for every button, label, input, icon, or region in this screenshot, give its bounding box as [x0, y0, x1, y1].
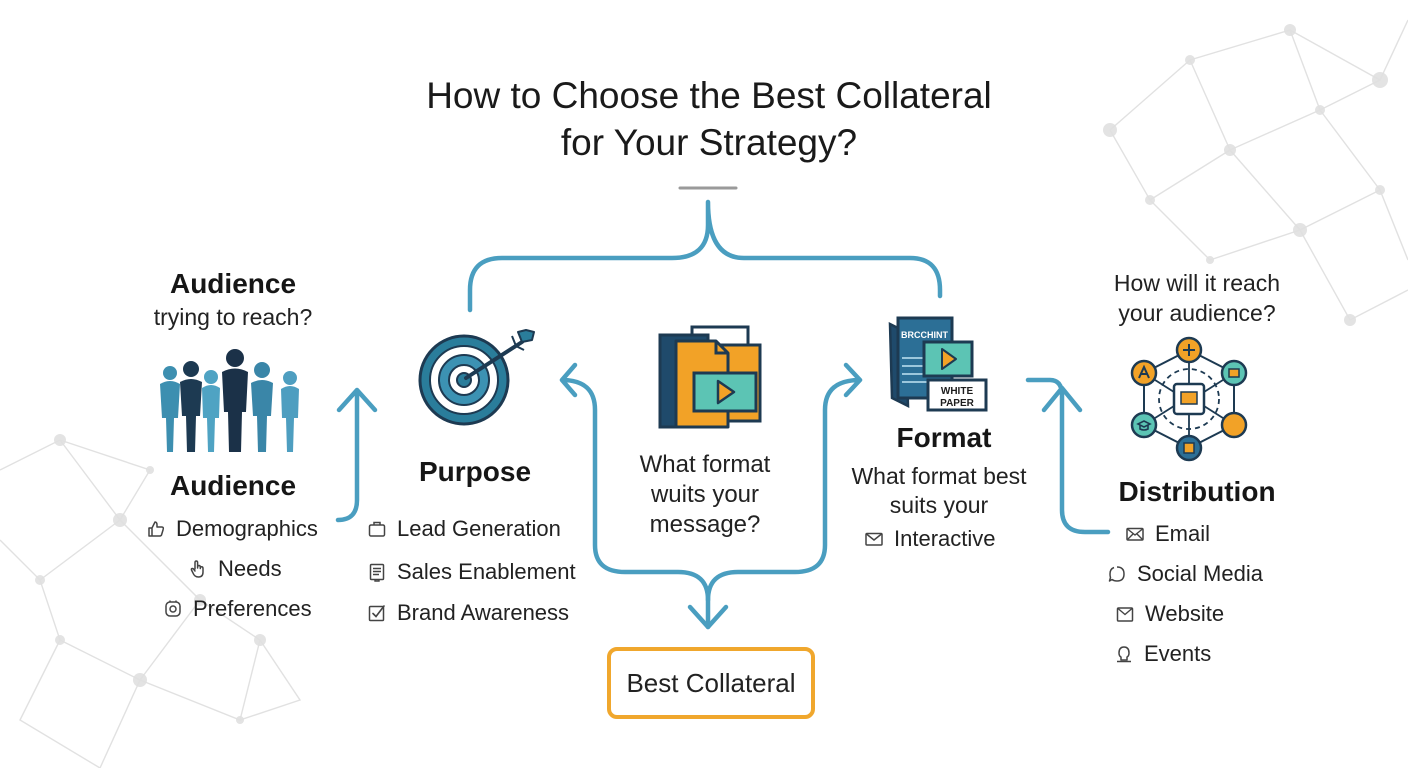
distribution-item-events: Events — [1114, 641, 1211, 667]
title-line-2: for Your Strategy? — [560, 122, 858, 163]
format-sub-line-2: suits your — [889, 492, 989, 518]
envelope-icon — [864, 529, 884, 549]
audience-item-demographics: Demographics — [146, 516, 318, 542]
distribution-item-label: Email — [1155, 521, 1211, 546]
format-to-result-arrow — [705, 362, 863, 603]
best-collateral-label: Best Collateral — [626, 667, 796, 698]
brochure-whitepaper-icon: BRCCHINT WHITE PAPER — [888, 316, 988, 412]
distribution-question: How will it reach your audience? — [1086, 268, 1308, 328]
purpose-item-sales-enablement: Sales Enablement — [367, 559, 576, 585]
chat-icon — [1107, 564, 1127, 584]
audience-item-label: Needs — [218, 556, 282, 581]
message-line-1: What format — [639, 451, 771, 478]
people-group-icon — [160, 349, 299, 452]
distribution-item-label: Events — [1144, 641, 1212, 666]
page-title: How to Choose the Best Collateral for Yo… — [354, 72, 1064, 166]
envelope-icon — [1125, 524, 1145, 544]
audience-item-preferences: Preferences — [163, 596, 312, 622]
mail-check-icon — [1115, 604, 1135, 624]
title-line-1: How to Choose the Best Collateral — [426, 75, 992, 116]
audience-question-title: Audience — [169, 268, 297, 299]
thumb-icon — [146, 519, 166, 539]
result-down-arrowhead — [687, 604, 729, 630]
best-collateral-box: Best Collateral — [607, 647, 815, 719]
ticket-icon — [1114, 644, 1134, 664]
purpose-to-result-arrow — [559, 362, 711, 630]
purpose-item-label: Sales Enablement — [397, 559, 576, 584]
distribution-question-line-1: How will it reach — [1113, 270, 1281, 296]
top-bracket — [467, 199, 943, 313]
purpose-item-label: Lead Generation — [397, 516, 561, 541]
audience-question-sub: trying to reach? — [153, 304, 313, 330]
distribution-item-email: Email — [1125, 521, 1210, 547]
gear-icon — [163, 599, 183, 619]
checkbox-icon — [367, 603, 387, 623]
purpose-item-brand-awareness: Brand Awareness — [367, 600, 569, 626]
message-line-2: wuits your — [650, 481, 760, 508]
distribution-item-social-media: Social Media — [1107, 561, 1263, 587]
audience-item-label: Demographics — [176, 516, 318, 541]
format-heading: Format — [896, 422, 992, 453]
purpose-item-label: Brand Awareness — [397, 600, 570, 625]
paper-label-2: PAPER — [940, 398, 974, 409]
message-question: What format wuits your message? — [610, 450, 800, 540]
audience-item-needs: Needs — [188, 556, 282, 582]
target-icon — [418, 329, 535, 426]
distribution-item-label: Social Media — [1137, 561, 1263, 586]
brochure-label: BRCCHINT — [901, 330, 948, 340]
format-item-interactive: Interactive — [864, 526, 996, 552]
hand-icon — [188, 559, 208, 579]
format-item-label: Interactive — [894, 526, 996, 551]
document-icon — [367, 562, 387, 582]
documents-video-icon — [658, 325, 762, 429]
paper-label-1: WHITE — [941, 386, 974, 397]
format-sub-line-1: What format best — [851, 463, 1027, 489]
message-line-3: message? — [649, 511, 761, 538]
audience-question: Audience trying to reach? — [128, 266, 338, 332]
channel-network-icon — [1130, 336, 1248, 462]
audience-heading: Audience — [169, 470, 297, 501]
distribution-loop-arrow — [1025, 377, 1111, 535]
distribution-item-label: Website — [1145, 601, 1225, 626]
distribution-heading: Distribution — [1118, 476, 1276, 507]
distribution-item-website: Website — [1115, 601, 1224, 627]
purpose-heading: Purpose — [418, 456, 532, 487]
format-question: What format best suits your — [836, 462, 1042, 520]
audience-item-label: Preferences — [193, 596, 312, 621]
distribution-question-line-2: your audience? — [1118, 300, 1276, 326]
audience-up-arrow — [335, 387, 378, 523]
purpose-item-lead-generation: Lead Generation — [367, 516, 561, 542]
briefcase-icon — [367, 519, 387, 539]
